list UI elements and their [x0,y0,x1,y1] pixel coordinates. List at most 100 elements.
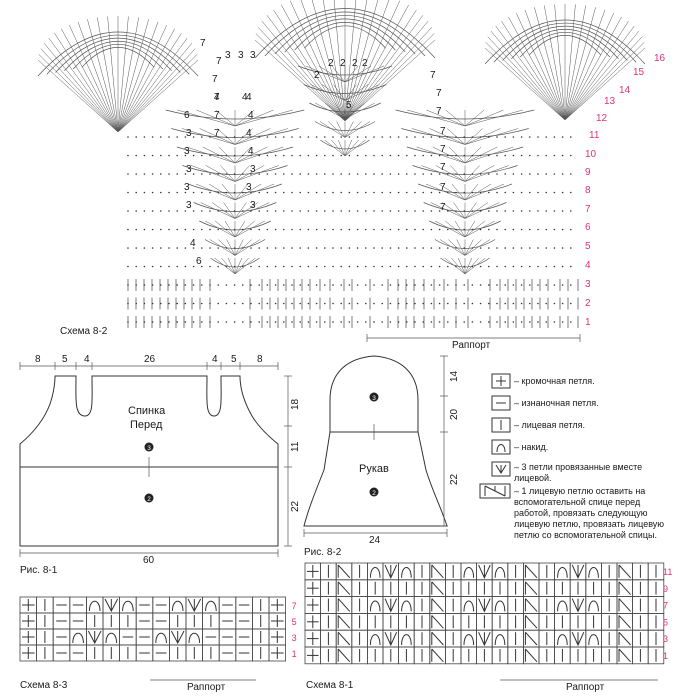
row-number: 3 [585,279,591,290]
grid-dot [324,265,326,268]
grid-dot [250,265,252,268]
grid-dot [307,247,310,249]
grid-dot [529,154,531,157]
grid-dot [217,321,219,323]
stitch-count: 3 [186,128,192,139]
grid-dot [324,321,326,323]
fan-spoke [214,257,236,275]
grid-dot [422,136,425,138]
grid-dot [553,284,556,286]
fan-spoke [344,121,354,138]
grid-dot [512,191,515,194]
grid-dot [545,154,547,157]
chart-cell [168,596,187,614]
grid-dot [192,191,195,194]
chart-cell [119,612,137,630]
fan-spoke [421,165,466,182]
fan-spoke [344,121,362,138]
grid-dot [217,136,219,138]
grid-dot [488,321,490,323]
chart-8-1-caption: Схема 8-1 [306,680,354,691]
top-fan-spoke [117,37,188,133]
grid-dot [479,247,482,249]
fan-spoke [186,146,236,164]
chart-cell [152,628,170,646]
top-fan-spoke [564,16,622,121]
top-fan-spoke [61,28,119,133]
grid-dot [266,210,269,212]
grid-dot [291,284,293,286]
grid-dot [184,265,187,268]
top-fan-spoke [564,25,635,121]
grid-dot [233,284,236,286]
grid-dot [192,136,195,138]
chart-cell [102,612,121,630]
grid-dot [529,321,531,323]
grid-dot [324,210,326,212]
grid-dot [397,154,400,157]
grid-dot [332,210,334,212]
row-number: 7 [585,204,591,215]
grid-dot [479,173,482,175]
chart-cell [398,562,415,581]
grid-dot [381,321,384,323]
row-number: 1 [585,317,591,328]
grid-dot [406,284,408,286]
grid-dot [553,136,556,138]
grid-dot [504,210,507,212]
chart-cell [476,562,493,581]
top-fan-spoke [254,39,346,122]
fan-spoke [464,257,486,275]
top-fan-arc [254,8,436,59]
grid-dot [192,302,195,305]
chart-cell [616,596,634,614]
chart-cell [135,612,154,630]
chart-cell [585,646,602,665]
chart-cell [335,579,353,597]
grid-dot [537,154,539,157]
fan-spoke [224,220,236,238]
stitch-count: 7 [200,38,206,49]
fan-spoke [234,165,265,182]
grid-dot [447,321,449,323]
grid-dot [299,321,302,323]
chart-cell [304,646,322,665]
top-fan-spoke [490,31,566,121]
grid-dot [274,136,277,138]
grid-dot [389,191,392,194]
grid-dot [283,247,285,249]
grid-dot [512,321,515,323]
chart-cell [569,613,587,631]
top-fan-arc [284,18,406,53]
fan-spoke [344,121,371,138]
grid-dot [422,284,425,286]
chart-cell [523,613,540,631]
fan-spoke [215,220,236,238]
chart-cell [444,562,462,581]
grid-dot [225,191,228,194]
grid-dot [151,136,154,138]
chart-cell [538,596,556,614]
chart-cell [632,579,649,597]
chart-cell [382,579,400,597]
top-fan-spoke [554,4,566,121]
grid-dot [184,228,187,231]
chart-cell [523,596,540,614]
grid-dot [258,228,261,231]
fan-spoke [448,146,466,164]
grid-dot [176,136,178,138]
chart-cell [235,612,253,630]
top-fan-spoke [273,9,346,122]
row-number: 14 [619,85,631,96]
chart-cell [444,629,462,648]
grid-dot [422,191,425,194]
chart-cell [218,644,237,662]
grid-dot [225,210,228,212]
chart-cell [218,612,237,630]
grid-dot [201,191,203,194]
grid-dot [315,228,318,231]
grid-dot [365,210,367,212]
edge-icon [491,373,511,389]
chart-cell [202,644,220,662]
grid-dot [192,321,195,323]
